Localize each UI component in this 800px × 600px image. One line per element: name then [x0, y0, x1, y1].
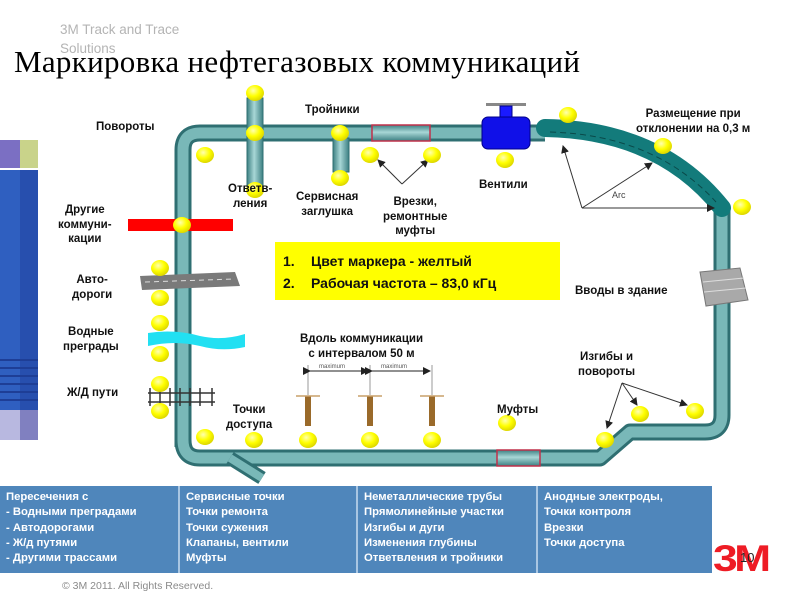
table-column-service: Сервисные точки Точки ремонта Точки суже… — [180, 486, 358, 573]
table-column-electrodes: Анодные электроды, Точки контроля Врезки… — [538, 486, 712, 573]
arc-pipe — [536, 119, 731, 217]
label-water: Водные преграды — [63, 326, 119, 353]
maximum-label: maximum — [381, 364, 407, 370]
tee-pipe — [332, 137, 350, 173]
marker-ball-icon — [246, 125, 264, 141]
page-number: 10 — [740, 550, 755, 565]
3m-logo: 3M — [713, 538, 771, 579]
label-along: Вдоль коммуникации с интервалом 50 м — [300, 333, 424, 360]
label-bends: Изгибы и повороты — [578, 351, 636, 378]
marker-ball-icon — [196, 429, 214, 445]
marker-ball-icon — [151, 260, 169, 276]
marker-ball-icon — [423, 432, 441, 448]
info-item: 1.Цвет маркера - желтый — [283, 253, 472, 269]
marker-ball-icon — [423, 147, 441, 163]
brand-caption: 3M Track and Trace Solutions — [60, 22, 180, 56]
marker-ball-icon — [631, 406, 649, 422]
marker-ball-icon — [196, 147, 214, 163]
marker-ball-icon — [654, 138, 672, 154]
info-box: 1.Цвет маркера - желтый 2.Рабочая частот… — [275, 242, 560, 300]
label-taps: Врезки, ремонтные муфты — [383, 196, 448, 237]
maximum-label: maximum — [319, 364, 345, 370]
label-deviation: Размещение при отклонении на 0,3 м — [636, 108, 751, 135]
label-couplings: Муфты — [497, 404, 539, 416]
label-service-cap: Сервисная заглушка — [296, 191, 359, 218]
marker-ball-icon — [299, 432, 317, 448]
marker-ball-icon — [151, 376, 169, 392]
table-column-pipes: Неметаллические трубы Прямолинейные учас… — [358, 486, 538, 573]
label-other-utilities: Другие коммуни- кации — [58, 204, 112, 245]
marker-balls — [151, 85, 751, 448]
marker-ball-icon — [151, 346, 169, 362]
marker-ball-icon — [151, 403, 169, 419]
marker-ball-icon — [496, 152, 514, 168]
label-valves: Вентили — [479, 179, 528, 191]
sidebar-decoration — [0, 140, 38, 440]
label-building-entry: Вводы в здание — [575, 285, 668, 297]
page-title: Маркировка нефтегазовых коммуникаций — [14, 44, 581, 79]
marker-ball-icon — [559, 107, 577, 123]
marker-ball-icon — [173, 217, 191, 233]
marker-ball-icon — [686, 403, 704, 419]
marker-ball-icon — [246, 182, 264, 198]
table-column-crossings: Пересечения с - Водными преградами - Авт… — [0, 486, 180, 573]
marker-ball-icon — [245, 432, 263, 448]
marker-ball-icon — [361, 147, 379, 163]
marker-ball-icon — [151, 315, 169, 331]
label-roads: Авто- дороги — [72, 274, 113, 301]
marker-ball-icon — [361, 432, 379, 448]
marker-ball-icon — [246, 85, 264, 101]
marker-ball-icon — [498, 415, 516, 431]
marker-ball-icon — [331, 170, 349, 186]
branch-pipe — [246, 97, 264, 191]
marker-ball-icon — [151, 290, 169, 306]
marker-ball-icon — [733, 199, 751, 215]
label-tees: Тройники — [305, 104, 360, 116]
label-railway: Ж/Д пути — [67, 387, 119, 399]
label-branches: Ответв- ления — [228, 183, 273, 210]
repair-sleeve — [371, 124, 431, 142]
info-item: 2.Рабочая частота – 83,0 кГц — [283, 275, 497, 291]
building-icon — [699, 267, 749, 307]
arc-label: Arc — [612, 190, 626, 200]
label-access-points: Точки доступа — [226, 404, 273, 431]
pipe-loop — [174, 124, 731, 467]
water-crossing — [148, 331, 245, 350]
application-table: Пересечения с - Водными преградами - Авт… — [0, 486, 712, 573]
coupling — [496, 449, 541, 467]
marker-ball-icon — [331, 125, 349, 141]
valve-icon — [481, 103, 531, 150]
marker-posts — [296, 365, 444, 426]
marker-ball-icon — [596, 432, 614, 448]
label-turns: Повороты — [96, 121, 155, 133]
copyright: © 3M 2011. All Rights Reserved. — [62, 580, 214, 592]
